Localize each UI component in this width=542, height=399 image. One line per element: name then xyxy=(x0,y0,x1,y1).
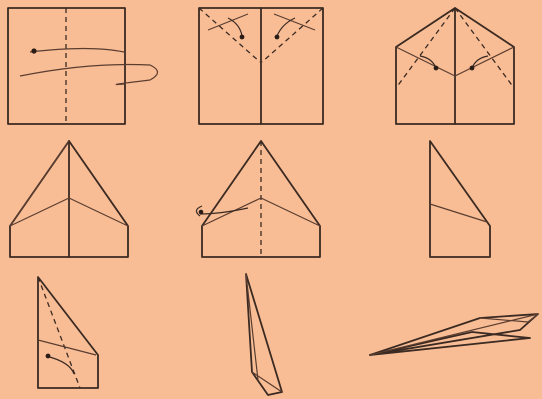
paper-airplane-instructions xyxy=(0,0,542,399)
instructions-diagram xyxy=(0,0,542,399)
